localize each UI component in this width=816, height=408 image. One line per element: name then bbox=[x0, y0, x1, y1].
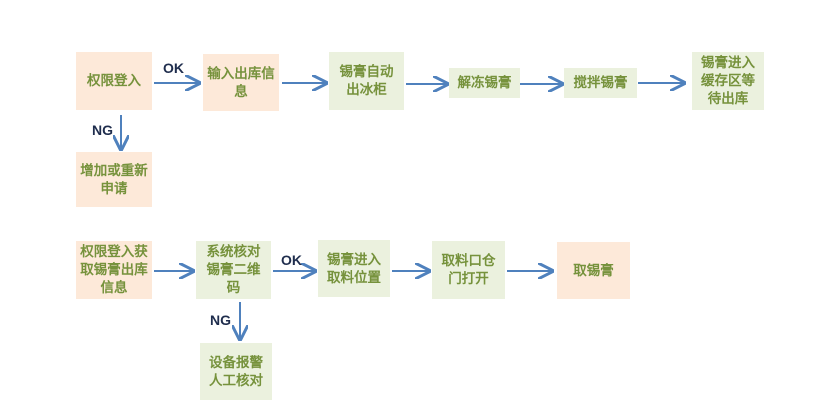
step-buffer: 锡膏进入缓存区等待出库 bbox=[692, 52, 764, 110]
step-input-info: 输入出库信息 bbox=[203, 54, 279, 111]
step-login: 权限登入 bbox=[76, 52, 152, 110]
step-alarm: 设备报警人工核对 bbox=[200, 343, 272, 400]
step-reapply: 增加或重新申请 bbox=[76, 152, 152, 207]
ng-label: NG bbox=[92, 122, 113, 138]
step-auto-out: 锡膏自动出冰柜 bbox=[329, 52, 404, 110]
ok-label: OK bbox=[281, 252, 302, 268]
step-verify: 系统核对锡膏二维码 bbox=[196, 241, 271, 299]
ok-label: OK bbox=[163, 60, 184, 76]
step-stir: 搅拌锡膏 bbox=[564, 68, 637, 98]
ng-label: NG bbox=[210, 312, 231, 328]
step-login-info: 权限登入获取锡膏出库信息 bbox=[76, 241, 152, 299]
step-thaw: 解冻锡膏 bbox=[449, 68, 520, 98]
step-to-pick: 锡膏进入取料位置 bbox=[318, 240, 390, 297]
step-take: 取锡膏 bbox=[557, 242, 630, 299]
step-door-open: 取料口仓门打开 bbox=[432, 241, 505, 299]
